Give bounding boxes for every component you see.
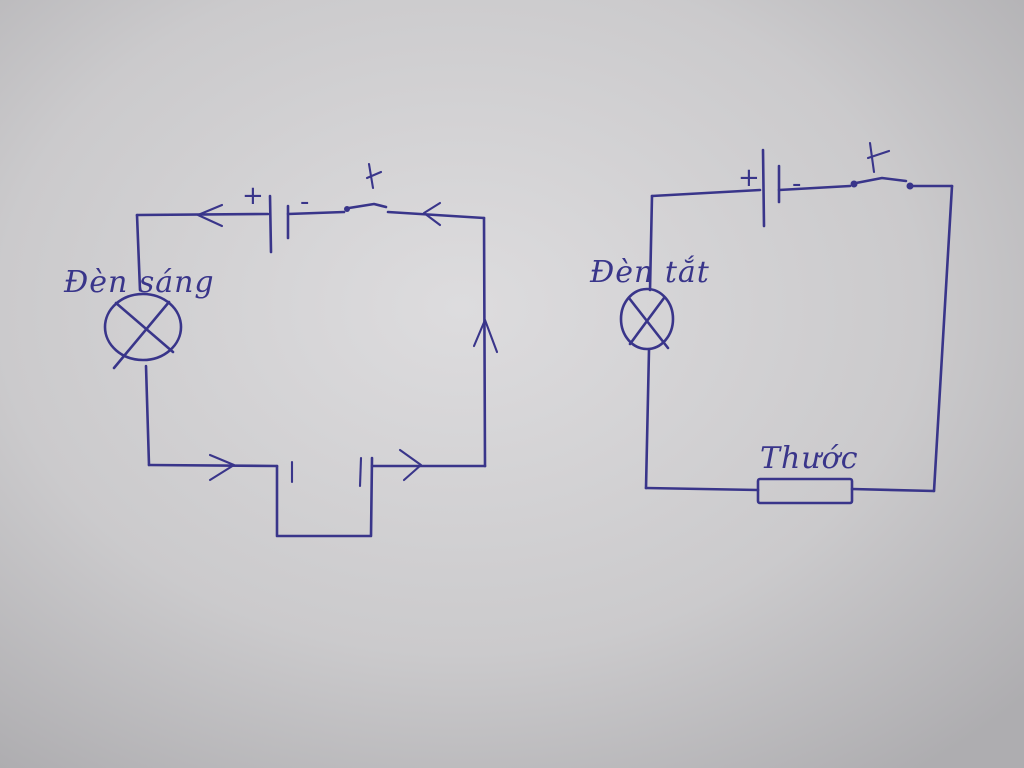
left-circuit: + - Đèn sáng	[63, 162, 499, 538]
left-top-wire-left	[135, 212, 270, 217]
right-lamp-label: Đèn tắt	[589, 255, 710, 290]
right-bottom-wire-left	[644, 486, 760, 492]
left-lamp-label: Đèn sáng	[63, 265, 215, 300]
right-left-wire-lower	[644, 348, 651, 490]
right-battery-long-plate	[761, 148, 766, 228]
right-switch-mark	[866, 141, 891, 174]
left-left-wire-upper	[135, 213, 142, 292]
left-battery-minus: -	[300, 187, 309, 217]
left-left-wire-lower	[144, 364, 151, 467]
right-lamp-circle	[619, 287, 675, 351]
left-gap-right-tick	[358, 456, 363, 488]
right-battery-plus: +	[738, 163, 760, 193]
left-arrow-bottom-right	[398, 448, 423, 482]
left-gap-cup	[275, 456, 374, 538]
right-bottom-wire-right	[850, 487, 936, 493]
right-top-wire-middle	[777, 184, 852, 192]
left-battery-long-plate	[268, 194, 273, 254]
left-top-wire-right	[386, 210, 486, 220]
left-switch-blade	[347, 202, 388, 210]
left-battery-plus: +	[242, 181, 264, 211]
left-switch-mark	[365, 162, 383, 190]
left-arrow-top-right	[422, 201, 442, 227]
left-lamp-circle	[103, 292, 183, 362]
right-right-wire	[932, 184, 954, 493]
right-switch-blade	[854, 176, 908, 185]
left-bottom-wire-left	[147, 463, 279, 468]
right-left-wire-upper	[648, 194, 654, 292]
right-top-wire-left	[650, 188, 762, 198]
right-lamp-cross	[627, 296, 670, 350]
right-resistor-label: Thước	[760, 441, 859, 476]
left-arrow-top-left	[196, 203, 224, 228]
right-circuit: + - Đèn tắt Thước	[589, 141, 954, 505]
right-battery-minus: -	[792, 169, 801, 199]
left-lamp-cross	[112, 300, 175, 370]
left-right-wire	[482, 216, 487, 468]
left-arrow-bottom-left	[208, 453, 236, 482]
left-arrow-right-side	[472, 318, 499, 354]
left-top-wire-middle	[286, 210, 346, 216]
right-switch-contact-right	[906, 182, 914, 190]
